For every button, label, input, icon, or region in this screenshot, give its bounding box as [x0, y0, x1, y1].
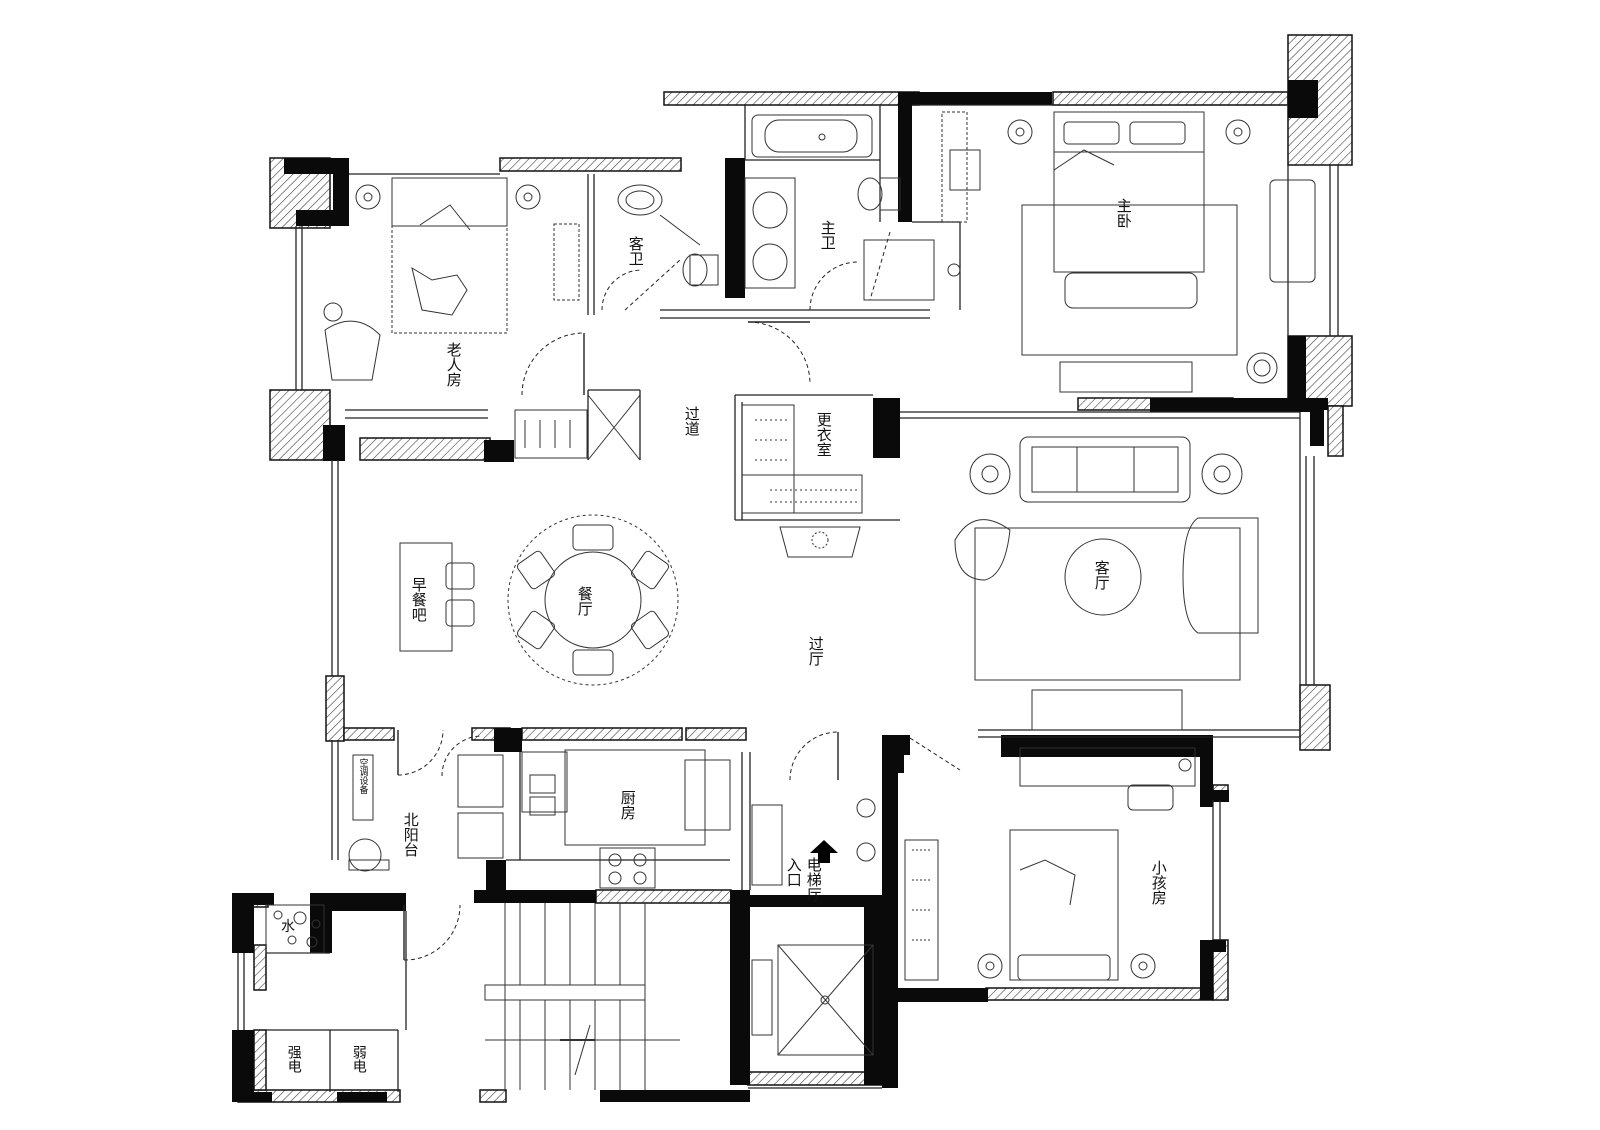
- master-bedroom-furniture: [941, 111, 1316, 393]
- label-elevator-hall: 电梯厅: [804, 857, 823, 902]
- label-entrance: 入口: [784, 857, 803, 887]
- utility-shafts: [265, 859, 390, 954]
- kitchen-furniture: [348, 749, 731, 889]
- label-breakfast-bar: 早餐吧: [409, 577, 428, 622]
- dining-furniture: [399, 514, 679, 686]
- label-living-room: 客厅: [1092, 560, 1111, 590]
- label-walk-in-closet: 更衣室: [814, 412, 833, 457]
- label-north-balcony: 北阳台: [401, 812, 420, 857]
- label-corridor: 过道: [682, 406, 701, 436]
- elder-wardrobe: [514, 394, 641, 461]
- guest-bath-fixtures: [617, 184, 719, 287]
- label-water-shaft: 水: [281, 919, 295, 935]
- living-room-furniture: [954, 436, 1259, 731]
- elder-bedroom-furniture: [323, 177, 580, 381]
- label-elder-bedroom: 老人房: [444, 342, 463, 387]
- label-kitchen: 厨房: [618, 790, 637, 820]
- label-weak-power: 弱电: [350, 1045, 367, 1073]
- label-strong-power: 强电: [285, 1045, 302, 1073]
- up-arrow-icon: [810, 840, 838, 863]
- master-bath-fixtures: [744, 114, 961, 301]
- label-ac-equipment: 空调设备: [357, 758, 368, 794]
- elevator-and-stairs: [484, 798, 876, 1090]
- label-master-bedroom: 主卧: [1114, 198, 1133, 228]
- door-leaves: [397, 321, 839, 960]
- child-bedroom-furniture: [904, 747, 1196, 981]
- label-hallway: 过厅: [806, 636, 825, 666]
- door-swings: [397, 231, 961, 961]
- closet-fixtures: [741, 404, 863, 558]
- label-guest-bath: 客卫: [626, 236, 645, 266]
- label-master-bath: 主卫: [818, 220, 837, 250]
- solid-walls: [232, 80, 1328, 1102]
- label-dining-room: 餐厅: [575, 586, 594, 616]
- outline-lines: [237, 104, 1339, 1092]
- label-child-bedroom: 小孩房: [1149, 860, 1168, 905]
